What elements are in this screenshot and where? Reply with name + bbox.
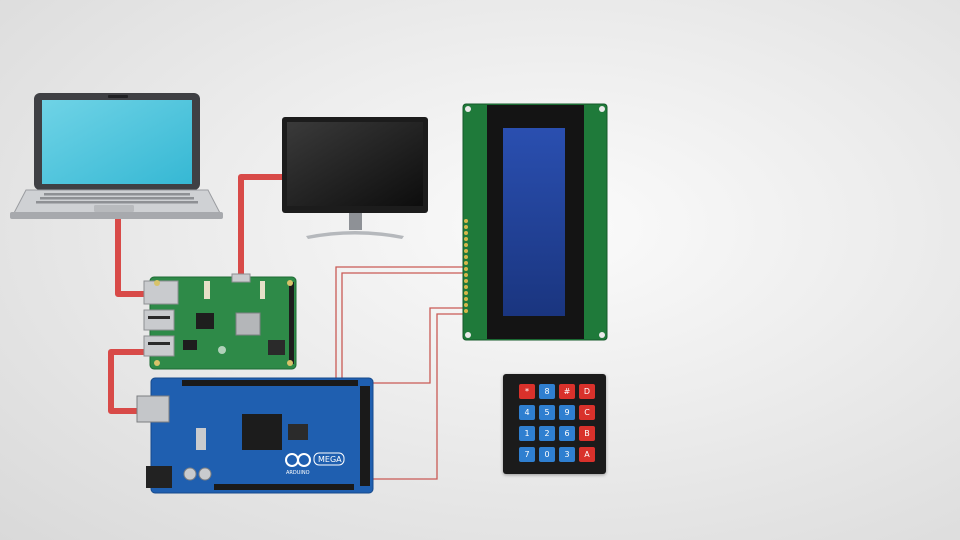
keypad-key[interactable]: D [579,384,595,399]
lcd-pin [464,291,468,295]
signal-wires [335,266,466,480]
lcd-pin [464,297,468,301]
keypad-key[interactable]: # [559,384,575,399]
lcd-pin [464,273,468,277]
keypad-key[interactable]: 9 [559,405,575,420]
keypad-key[interactable]: * [519,384,535,399]
lcd-pin [464,279,468,283]
raspberry-pi-board-icon [143,273,297,370]
arduino-mega-board-icon: ARDUINO MEGA [136,377,374,494]
cable-pi-to-arduino [108,349,150,414]
keypad-key[interactable]: 8 [539,384,555,399]
monitor-icon [282,117,428,239]
lcd-pin [464,225,468,229]
laptop-icon [10,93,223,219]
lcd-pin [464,255,468,259]
lcd-pin [464,219,468,223]
keypad-key[interactable]: 0 [539,447,555,462]
keypad-key[interactable]: 1 [519,426,535,441]
lcd-pin [464,303,468,307]
wire-lcd-3 [368,307,466,384]
lcd-display-icon [462,103,608,341]
lcd-pin [464,249,468,253]
keypad-key[interactable]: 3 [559,447,575,462]
keypad-key[interactable]: 7 [519,447,535,462]
lcd-pin [464,309,468,313]
wire-lcd-4 [368,313,466,480]
lcd-pin [464,237,468,241]
lcd-pin [464,243,468,247]
cable-laptop-to-pi [115,218,150,297]
arduino-model-text: MEGA [318,455,342,464]
keypad-key[interactable]: A [579,447,595,462]
cable-monitor-to-pi [238,174,286,278]
keypad-key[interactable]: 4 [519,405,535,420]
lcd-pin [464,231,468,235]
keypad-key[interactable]: C [579,405,595,420]
lcd-pin-header [464,219,468,313]
lcd-pin [464,285,468,289]
wire-lcd-1 [335,266,466,382]
keypad-key[interactable]: 5 [539,405,555,420]
lcd-pin [464,261,468,265]
power-cables [108,174,286,414]
keypad-key[interactable]: 6 [559,426,575,441]
lcd-pin [464,267,468,271]
wire-lcd-2 [341,272,466,382]
arduino-logo-text: ARDUINO [286,470,310,476]
keypad-key[interactable]: 2 [539,426,555,441]
keypad-key[interactable]: B [579,426,595,441]
